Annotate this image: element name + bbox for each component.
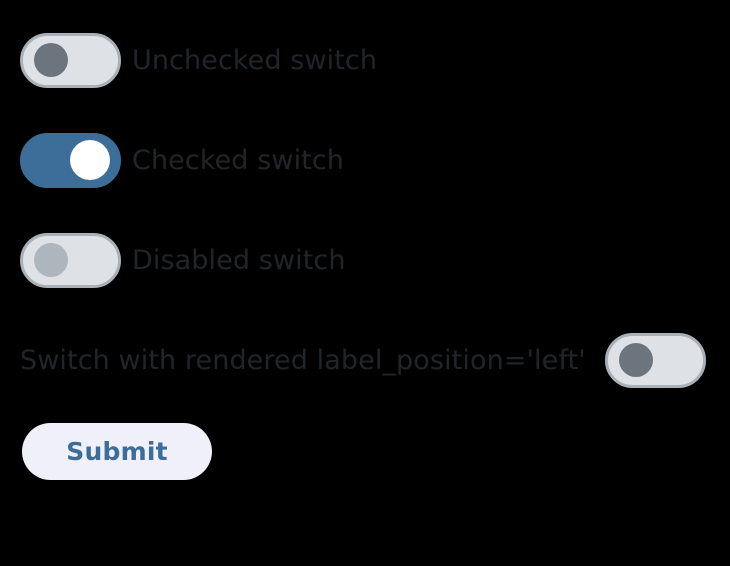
- switch-knob-icon: [70, 140, 110, 180]
- switch-label-label-left: Switch with rendered label_position='lef…: [20, 344, 586, 376]
- switch-label-unchecked: Unchecked switch: [132, 44, 378, 76]
- submit-button[interactable]: Submit: [22, 423, 212, 480]
- switch-label-disabled: Disabled switch: [132, 244, 346, 276]
- toggle-switch-unchecked[interactable]: [20, 32, 121, 88]
- switch-row-unchecked: Unchecked switch: [20, 32, 710, 88]
- switch-row-checked: Checked switch: [20, 132, 710, 188]
- switch-label-checked: Checked switch: [132, 144, 345, 176]
- switch-knob-icon: [34, 243, 68, 277]
- toggle-switch-disabled: [20, 232, 121, 288]
- switch-knob-icon: [34, 43, 68, 77]
- switch-knob-icon: [618, 343, 653, 377]
- switch-row-label-left: Switch with rendered label_position='lef…: [20, 332, 710, 388]
- toggle-switch-checked[interactable]: [20, 132, 121, 188]
- switch-row-disabled: Disabled switch: [20, 232, 710, 288]
- toggle-switch-label-left[interactable]: [604, 332, 706, 388]
